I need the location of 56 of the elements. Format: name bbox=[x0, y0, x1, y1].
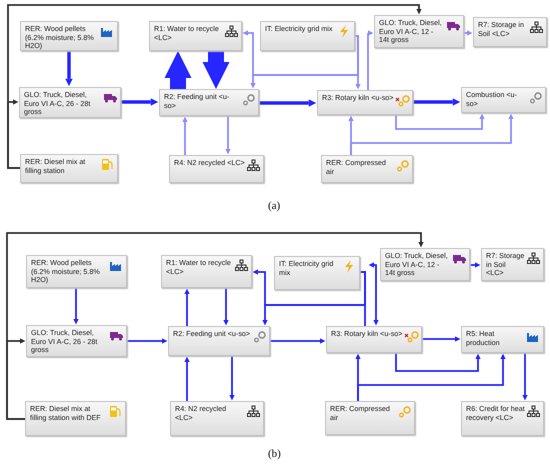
process-box bbox=[149, 21, 242, 51]
flow-arrow bbox=[202, 51, 230, 89]
process-box bbox=[25, 401, 126, 436]
flow-arrow bbox=[121, 98, 158, 106]
process-box bbox=[461, 401, 544, 436]
process-box bbox=[321, 155, 413, 183]
panel-label: (b) bbox=[268, 448, 281, 460]
process-box bbox=[19, 87, 121, 118]
flow-arrow bbox=[127, 338, 168, 344]
process-box bbox=[374, 15, 464, 48]
process-box bbox=[473, 17, 547, 47]
flow-arrow bbox=[229, 356, 235, 400]
flow-arrow bbox=[65, 51, 73, 86]
process-box bbox=[159, 89, 259, 116]
flow-arrow bbox=[470, 262, 480, 268]
process-box bbox=[481, 248, 544, 281]
process-box bbox=[168, 326, 270, 356]
process-box bbox=[169, 155, 264, 183]
process-box bbox=[20, 154, 118, 183]
process-box bbox=[26, 325, 127, 357]
flow-arrow bbox=[395, 353, 481, 372]
flow-arrow bbox=[464, 30, 472, 36]
process-box bbox=[325, 401, 415, 435]
flow-arrow bbox=[365, 28, 371, 90]
flow-arrow bbox=[164, 51, 192, 89]
flow-arrow bbox=[350, 114, 514, 155]
flow-arrow bbox=[6, 232, 424, 420]
process-box bbox=[161, 255, 252, 288]
flow-arrow bbox=[368, 262, 379, 326]
process-box bbox=[170, 401, 264, 436]
flow-arrow bbox=[184, 288, 190, 326]
flow-arrow bbox=[225, 116, 231, 154]
flow-arrow bbox=[73, 288, 79, 324]
flow-arrow bbox=[184, 356, 190, 401]
flow-arrow bbox=[422, 336, 460, 342]
process-box bbox=[26, 255, 127, 288]
flow-arrow bbox=[522, 353, 528, 400]
flow-arrow bbox=[357, 354, 506, 401]
flow-line bbox=[360, 271, 366, 326]
process-box bbox=[20, 21, 118, 51]
process-box bbox=[461, 87, 546, 113]
flow-arrow bbox=[223, 288, 229, 326]
panel-label: (a) bbox=[268, 200, 280, 212]
flow-arrow bbox=[355, 35, 361, 90]
flow-arrow bbox=[182, 116, 188, 155]
process-box bbox=[380, 248, 470, 281]
process-box bbox=[326, 326, 422, 353]
process-box bbox=[317, 90, 413, 115]
process-box bbox=[274, 256, 360, 290]
flow-arrow bbox=[259, 99, 316, 107]
process-box bbox=[260, 21, 355, 51]
flow-arrow bbox=[395, 114, 485, 130]
flow-arrow bbox=[7, 4, 422, 169]
flow-arrow bbox=[413, 98, 460, 106]
flow-arrow bbox=[270, 338, 326, 344]
process-box bbox=[461, 326, 544, 353]
